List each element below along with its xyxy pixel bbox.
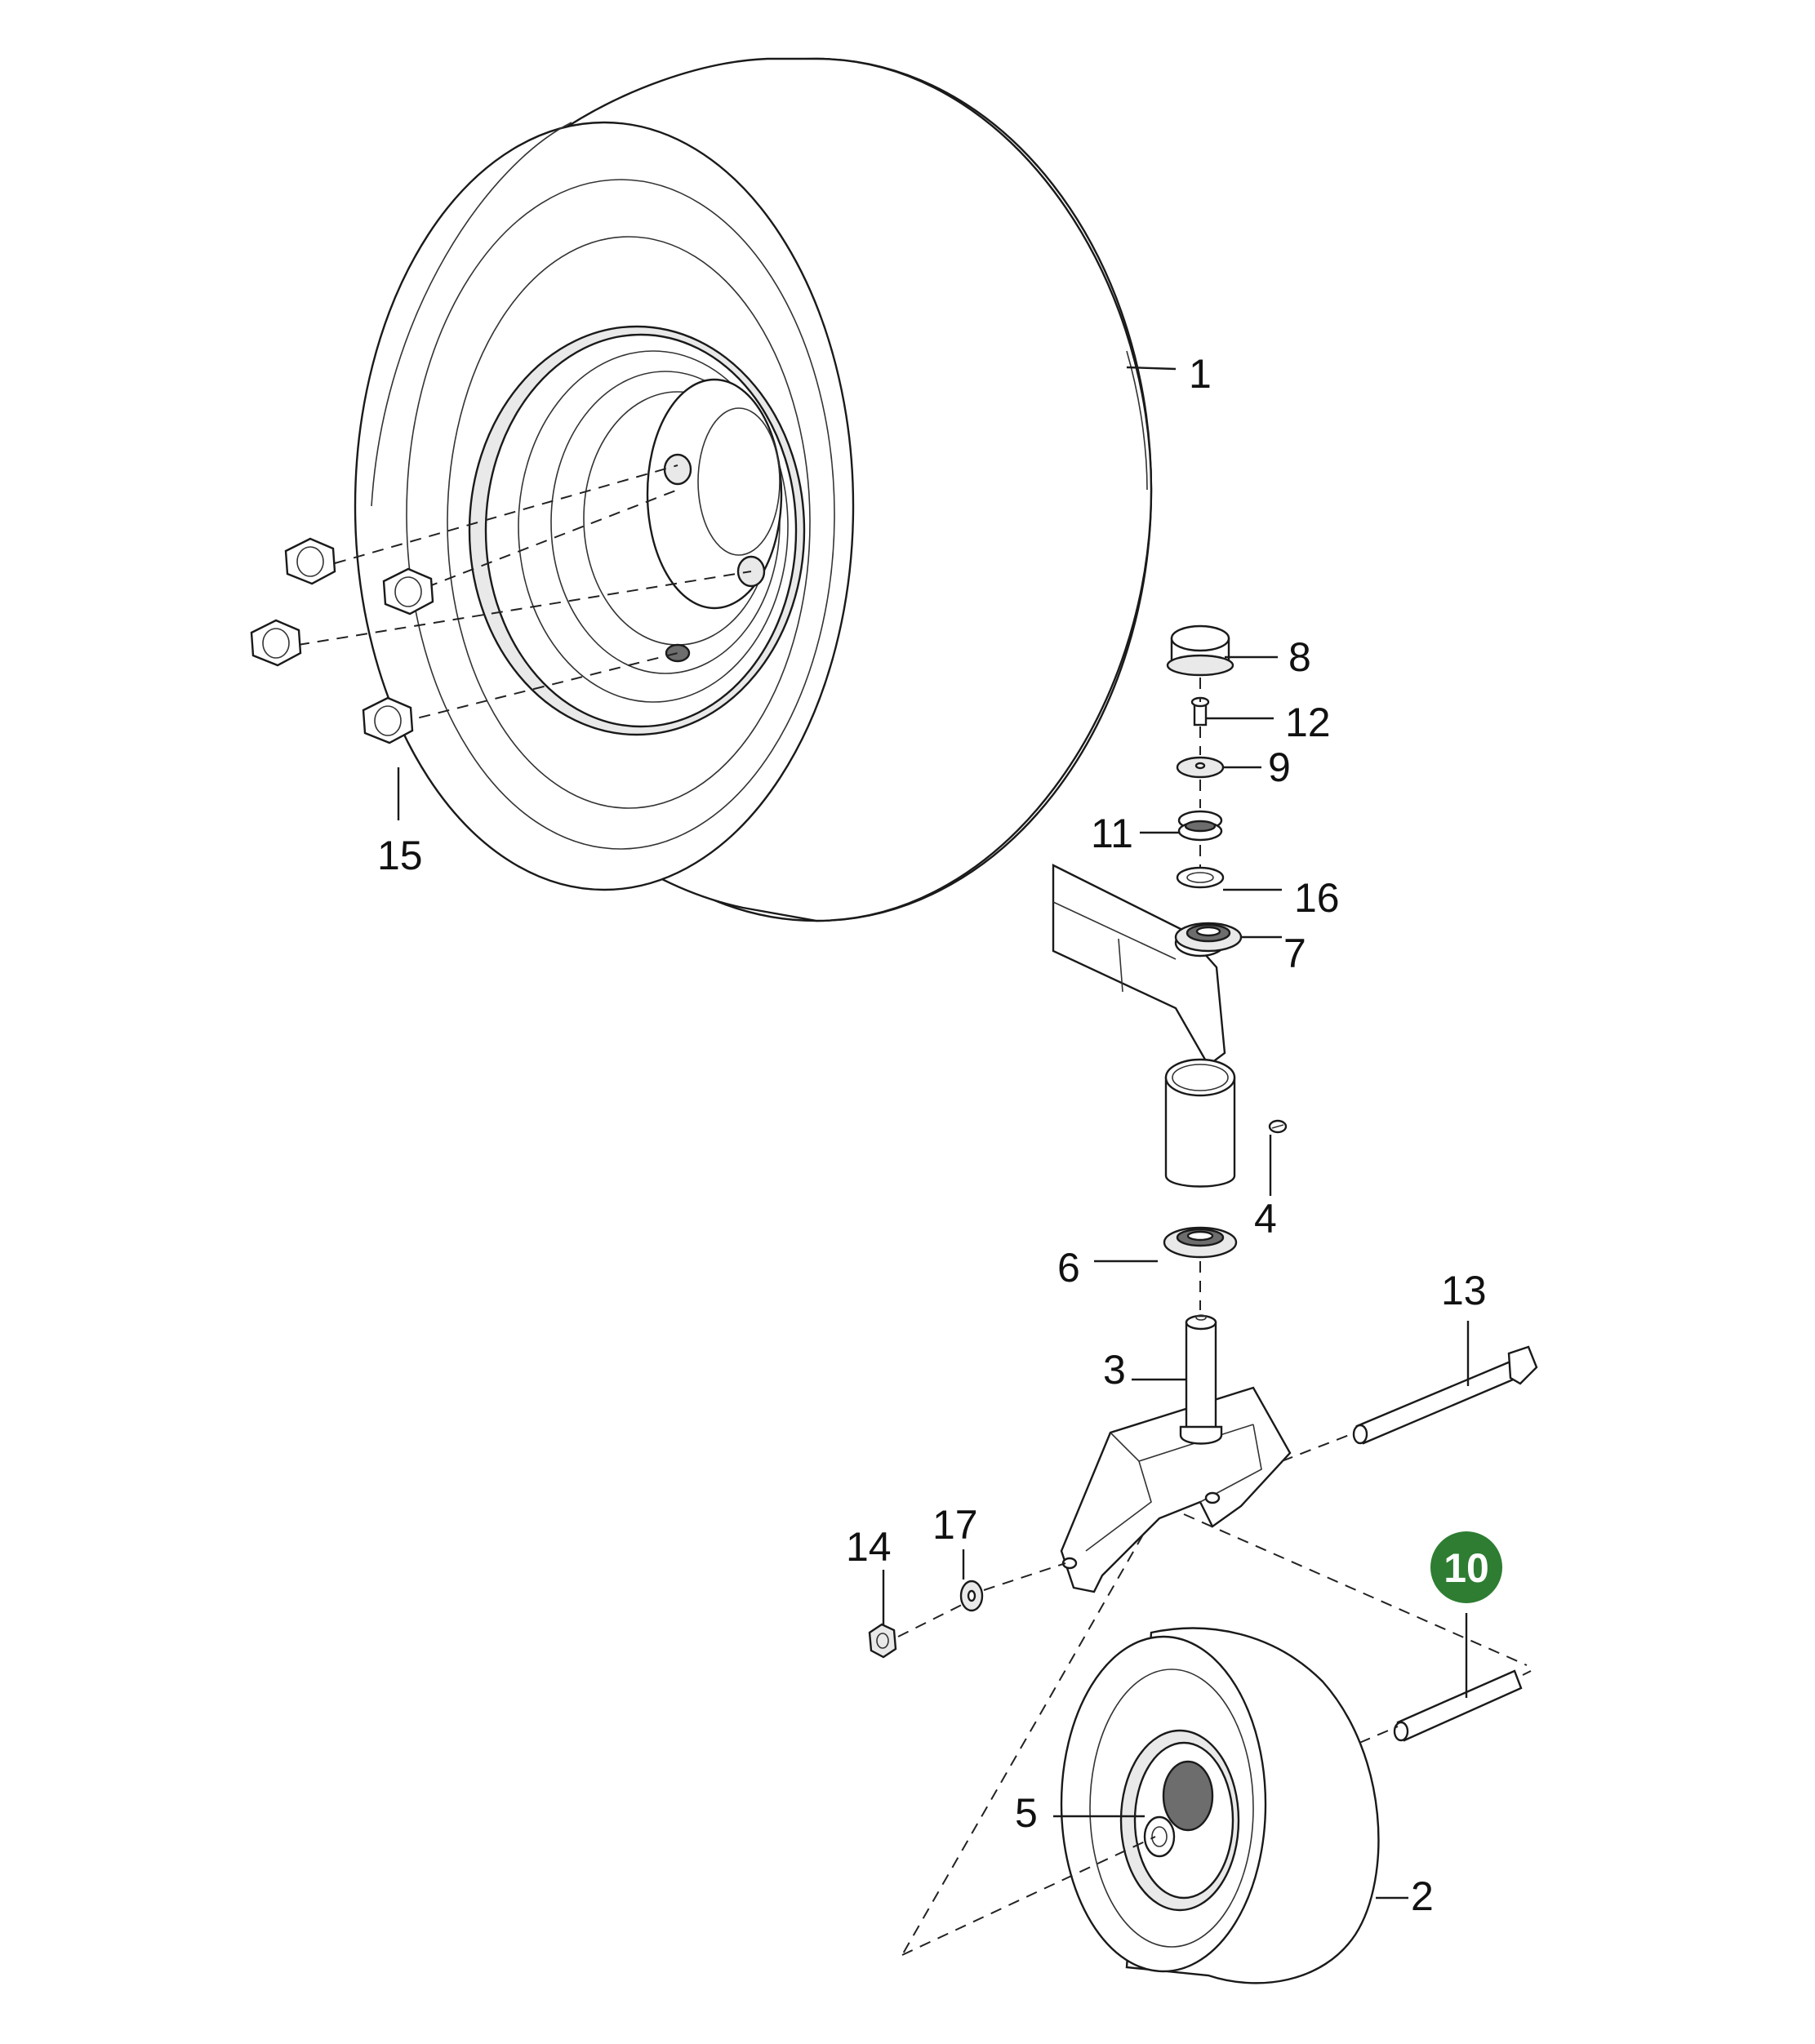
label-part-9: 9 [1268,744,1291,790]
label-part-4: 4 [1254,1196,1277,1242]
label-part-10: 10 [1444,1545,1489,1591]
part-2-caster-wheel[interactable] [1060,1627,1380,1984]
part-10-spacer[interactable] [1393,1669,1532,1742]
label-part-12: 12 [1285,700,1331,745]
part-3-caster-fork[interactable] [1060,1314,1292,1593]
part-7-upper-bearing[interactable] [1174,922,1243,953]
part-9-washer[interactable] [1176,756,1225,779]
part-13-axle-bolt[interactable] [1281,1345,1538,1462]
highlight-callout-part-10[interactable]: 10 [1430,1531,1502,1603]
part-4-caster-housing[interactable] [1164,1058,1288,1188]
grease-fitting [1268,1119,1288,1134]
label-part-15: 15 [377,833,423,878]
label-part-17: 17 [932,1502,978,1548]
part-14-nut[interactable] [868,1623,897,1659]
label-part-3: 3 [1103,1347,1126,1393]
label-part-6: 6 [1057,1245,1080,1291]
highlight-badge [1430,1531,1502,1603]
label-part-1: 1 [1189,351,1212,397]
caster-frame-arm [1052,864,1226,1067]
label-part-11: 11 [1091,811,1133,856]
part-5-wheel-bearing[interactable] [1143,1815,1176,1858]
label-part-5: 5 [1015,1790,1038,1836]
lug-nut-3 [250,619,302,667]
part-16-thin-washer[interactable] [1176,866,1225,889]
lug-nut-1 [284,537,336,585]
part-17-washer[interactable] [959,1580,984,1612]
label-part-16: 16 [1294,875,1340,921]
part-11-seal[interactable] [1177,810,1223,842]
label-part-2: 2 [1411,1873,1434,1919]
lug-nut-4 [362,696,414,744]
label-part-8: 8 [1288,634,1311,680]
label-part-7: 7 [1283,931,1306,976]
label-part-14: 14 [846,1524,892,1570]
lug-nut-2 [382,567,434,615]
part-8-dust-cap[interactable] [1166,624,1234,677]
label-part-13: 13 [1441,1268,1487,1313]
part-1-rear-wheel[interactable] [354,57,1153,922]
part-15-lug-nuts[interactable] [250,464,752,744]
part-6-lower-bearing[interactable] [1163,1226,1238,1259]
